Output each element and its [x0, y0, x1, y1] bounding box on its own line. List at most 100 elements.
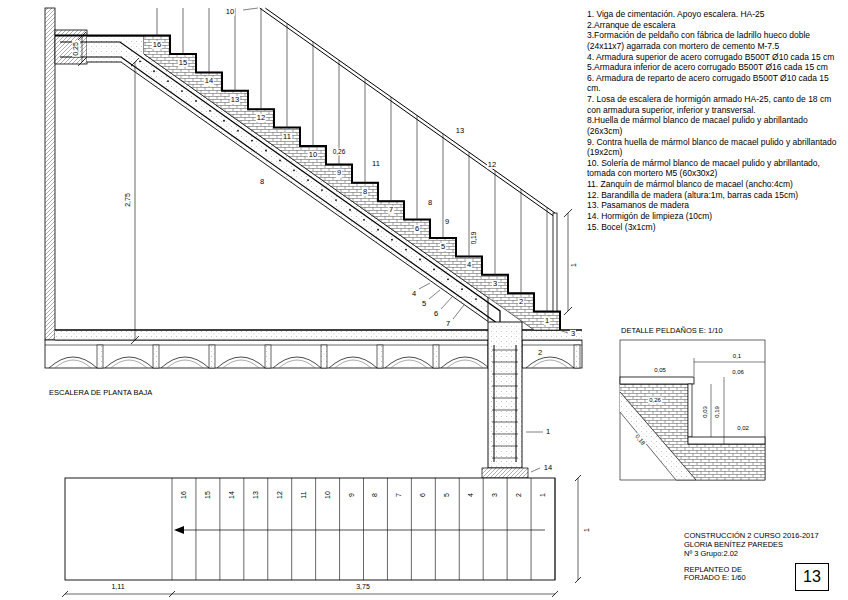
callout-number: 0,02 — [736, 425, 750, 432]
callout-number: 7 — [445, 320, 451, 328]
callout-number: 9 — [348, 492, 356, 498]
plan-step-line — [387, 478, 388, 580]
callout-number: 5 — [440, 243, 446, 251]
railing-bar — [547, 207, 548, 311]
callout-number: 2 — [515, 492, 523, 498]
drawing-label: REPLANTEO DE FORJADO E: 1/60 — [683, 566, 759, 583]
slab-layer — [522, 345, 582, 346]
plan-step-line — [315, 478, 316, 580]
leader-line — [441, 297, 452, 309]
note-text: 14. Hormigón de limpieza (10cm) — [587, 211, 843, 222]
callout-number: 8 — [259, 178, 265, 186]
marble-tread — [144, 36, 560, 330]
dimension-tick — [169, 591, 175, 597]
joist — [209, 345, 215, 368]
callout-number: 14 — [228, 490, 236, 500]
distribution-bar — [307, 179, 309, 181]
marble-riser — [688, 384, 692, 437]
dimension-tick — [62, 591, 68, 597]
distribution-bar — [335, 199, 337, 201]
joist — [377, 345, 383, 368]
note-text: 3.Formación de peldaño con fábrica de la… — [587, 30, 843, 51]
foundation-beam — [488, 322, 522, 468]
vault-block — [335, 360, 371, 368]
callout-number: 0,06 — [731, 369, 745, 376]
lean-concrete — [482, 468, 528, 478]
dimension-line — [694, 362, 765, 363]
plan-step-line — [243, 478, 244, 580]
callout-number: 1 — [570, 262, 578, 268]
plan-step-line — [195, 478, 196, 580]
note-text: 4. Armadura superior de acero corrugado … — [587, 52, 843, 63]
dimension-line — [568, 213, 569, 311]
note-text: 10. Solería de mármol blanco de macael p… — [587, 158, 843, 179]
railing-bar — [261, 8, 262, 109]
railing-bar — [157, 8, 158, 36]
callout-number: 1 — [545, 428, 551, 436]
dimension-line — [135, 62, 136, 340]
dimension-line — [711, 384, 712, 437]
sheet-number: 13 — [803, 568, 821, 586]
distribution-bar — [419, 259, 421, 261]
beam-stirrup — [492, 434, 518, 435]
plan-step-line — [555, 478, 556, 580]
vault-block — [441, 357, 489, 368]
callout-number: 0,1 — [732, 353, 742, 360]
distribution-bar — [363, 219, 365, 221]
railing-bar — [287, 23, 288, 127]
distribution-bar — [377, 229, 379, 231]
dimension-line — [65, 594, 555, 595]
note-text: 7. Losa de escalera de hormigón armado H… — [587, 94, 843, 115]
callout-number: 5 — [421, 300, 427, 308]
callout-number: 6 — [420, 492, 428, 498]
dimension-line — [82, 36, 83, 62]
distribution-bar — [349, 209, 351, 211]
direction-arrow — [182, 530, 545, 531]
floor-slab — [45, 340, 488, 368]
distribution-bar — [251, 140, 253, 142]
dimension-line — [724, 377, 725, 444]
notes-list: 1. Viga de cimentación. Apoyo escalera. … — [587, 9, 843, 232]
joist — [321, 345, 327, 368]
plan-step-line — [267, 478, 268, 580]
dimension-tick — [575, 475, 581, 481]
joist — [153, 345, 159, 368]
callout-number: 1 — [544, 316, 550, 324]
plan-step-line — [483, 478, 484, 580]
distribution-bar — [405, 249, 407, 251]
vault-block — [526, 357, 574, 368]
marble-tread — [620, 377, 694, 384]
callout-number: 16 — [180, 490, 188, 500]
vault-block — [167, 360, 203, 368]
dimension-tick — [78, 58, 86, 66]
distribution-bar — [475, 298, 477, 300]
detail-frame — [620, 340, 765, 480]
leader-line — [526, 432, 543, 433]
callout-number: 10 — [324, 490, 332, 500]
plan-step-line — [291, 478, 292, 580]
vault-block — [223, 360, 259, 368]
callout-number: 13 — [230, 96, 240, 104]
dimension-tick — [552, 591, 558, 597]
vault-block — [329, 357, 377, 368]
beam-stirrup — [492, 362, 518, 363]
callout-number: 14 — [204, 77, 214, 85]
callout-number: 1 — [583, 527, 591, 533]
leader-line — [429, 290, 440, 299]
callout-number: 13 — [455, 127, 465, 135]
beam-stirrup — [492, 410, 518, 411]
plan-step-line — [531, 478, 532, 580]
drawing-label: GLORIA BENÍTEZ PAREDES — [683, 541, 784, 549]
beam-rebar — [494, 345, 495, 462]
railing-bar — [417, 115, 418, 219]
vault-block — [105, 357, 153, 368]
beam-rebar — [516, 345, 517, 462]
leader-line — [562, 331, 568, 333]
distribution-bar — [279, 160, 281, 162]
callout-number: 2 — [537, 349, 543, 357]
callout-number: 1 — [539, 492, 547, 498]
railing-bar — [495, 171, 496, 275]
distribution-bar — [461, 288, 463, 290]
plan-outline — [65, 478, 555, 580]
